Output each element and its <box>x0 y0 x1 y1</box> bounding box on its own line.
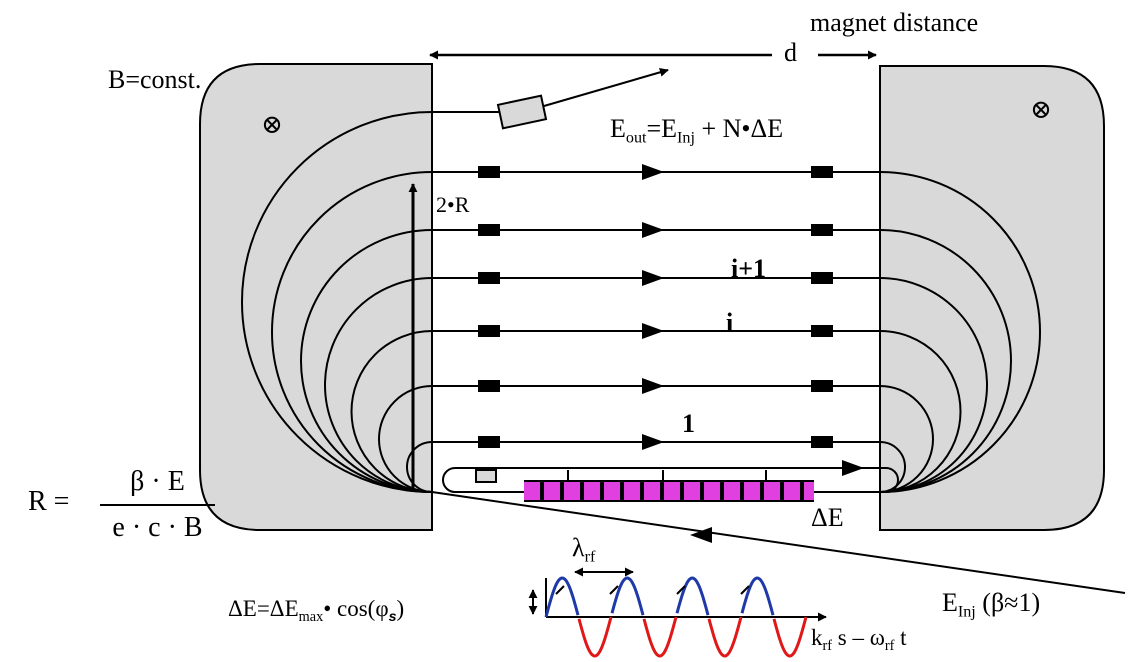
wave-negative <box>577 616 808 658</box>
radius-formula-denominator: e · c · B <box>112 512 203 543</box>
energy-gain-label: ΔE <box>811 503 844 532</box>
phase-axis-label: krf s – ωrf t <box>811 625 907 654</box>
field-direction-icon-right: ⊗ <box>1030 95 1052 124</box>
bunch-markers <box>555 585 750 595</box>
orbit-label-i: i <box>726 308 734 337</box>
orbit-label-i-plus-1: i+1 <box>731 254 767 283</box>
rf-structure <box>524 467 814 502</box>
radius-formula-lhs: R = <box>28 486 70 517</box>
injection-energy-label: EInj (β≈1) <box>942 588 1041 621</box>
beam-markers <box>478 166 833 448</box>
field-direction-icon-left: ⊗ <box>261 110 283 139</box>
distance-d-label: d <box>784 38 797 67</box>
orbit-label-1: 1 <box>682 409 695 438</box>
extraction-orbit <box>241 111 505 493</box>
injection-element <box>475 469 497 483</box>
energy-gain-formula: ΔE=ΔEmax• cos(φs) <box>228 596 405 625</box>
extraction-arrow <box>543 67 669 107</box>
rf-wave-plot <box>528 567 827 658</box>
output-energy-label: Eout=EInj + N•ΔE <box>610 114 784 147</box>
diameter-label: 2•R <box>436 192 470 217</box>
left-magnet <box>199 63 433 531</box>
wave-positive <box>544 576 775 618</box>
radius-formula-fraction: β · E e · c · B <box>100 466 215 544</box>
wavelength-label: λrf <box>572 533 596 566</box>
extraction-element <box>496 94 548 130</box>
right-magnet <box>879 65 1105 531</box>
injection-line <box>431 491 1126 594</box>
radius-formula-numerator: β · E <box>100 466 215 506</box>
field-constant-label: B=const. <box>108 65 202 94</box>
orbit-path <box>378 385 934 493</box>
magnet-distance-label: magnet distance <box>810 8 979 37</box>
direction-arrows <box>642 164 864 543</box>
